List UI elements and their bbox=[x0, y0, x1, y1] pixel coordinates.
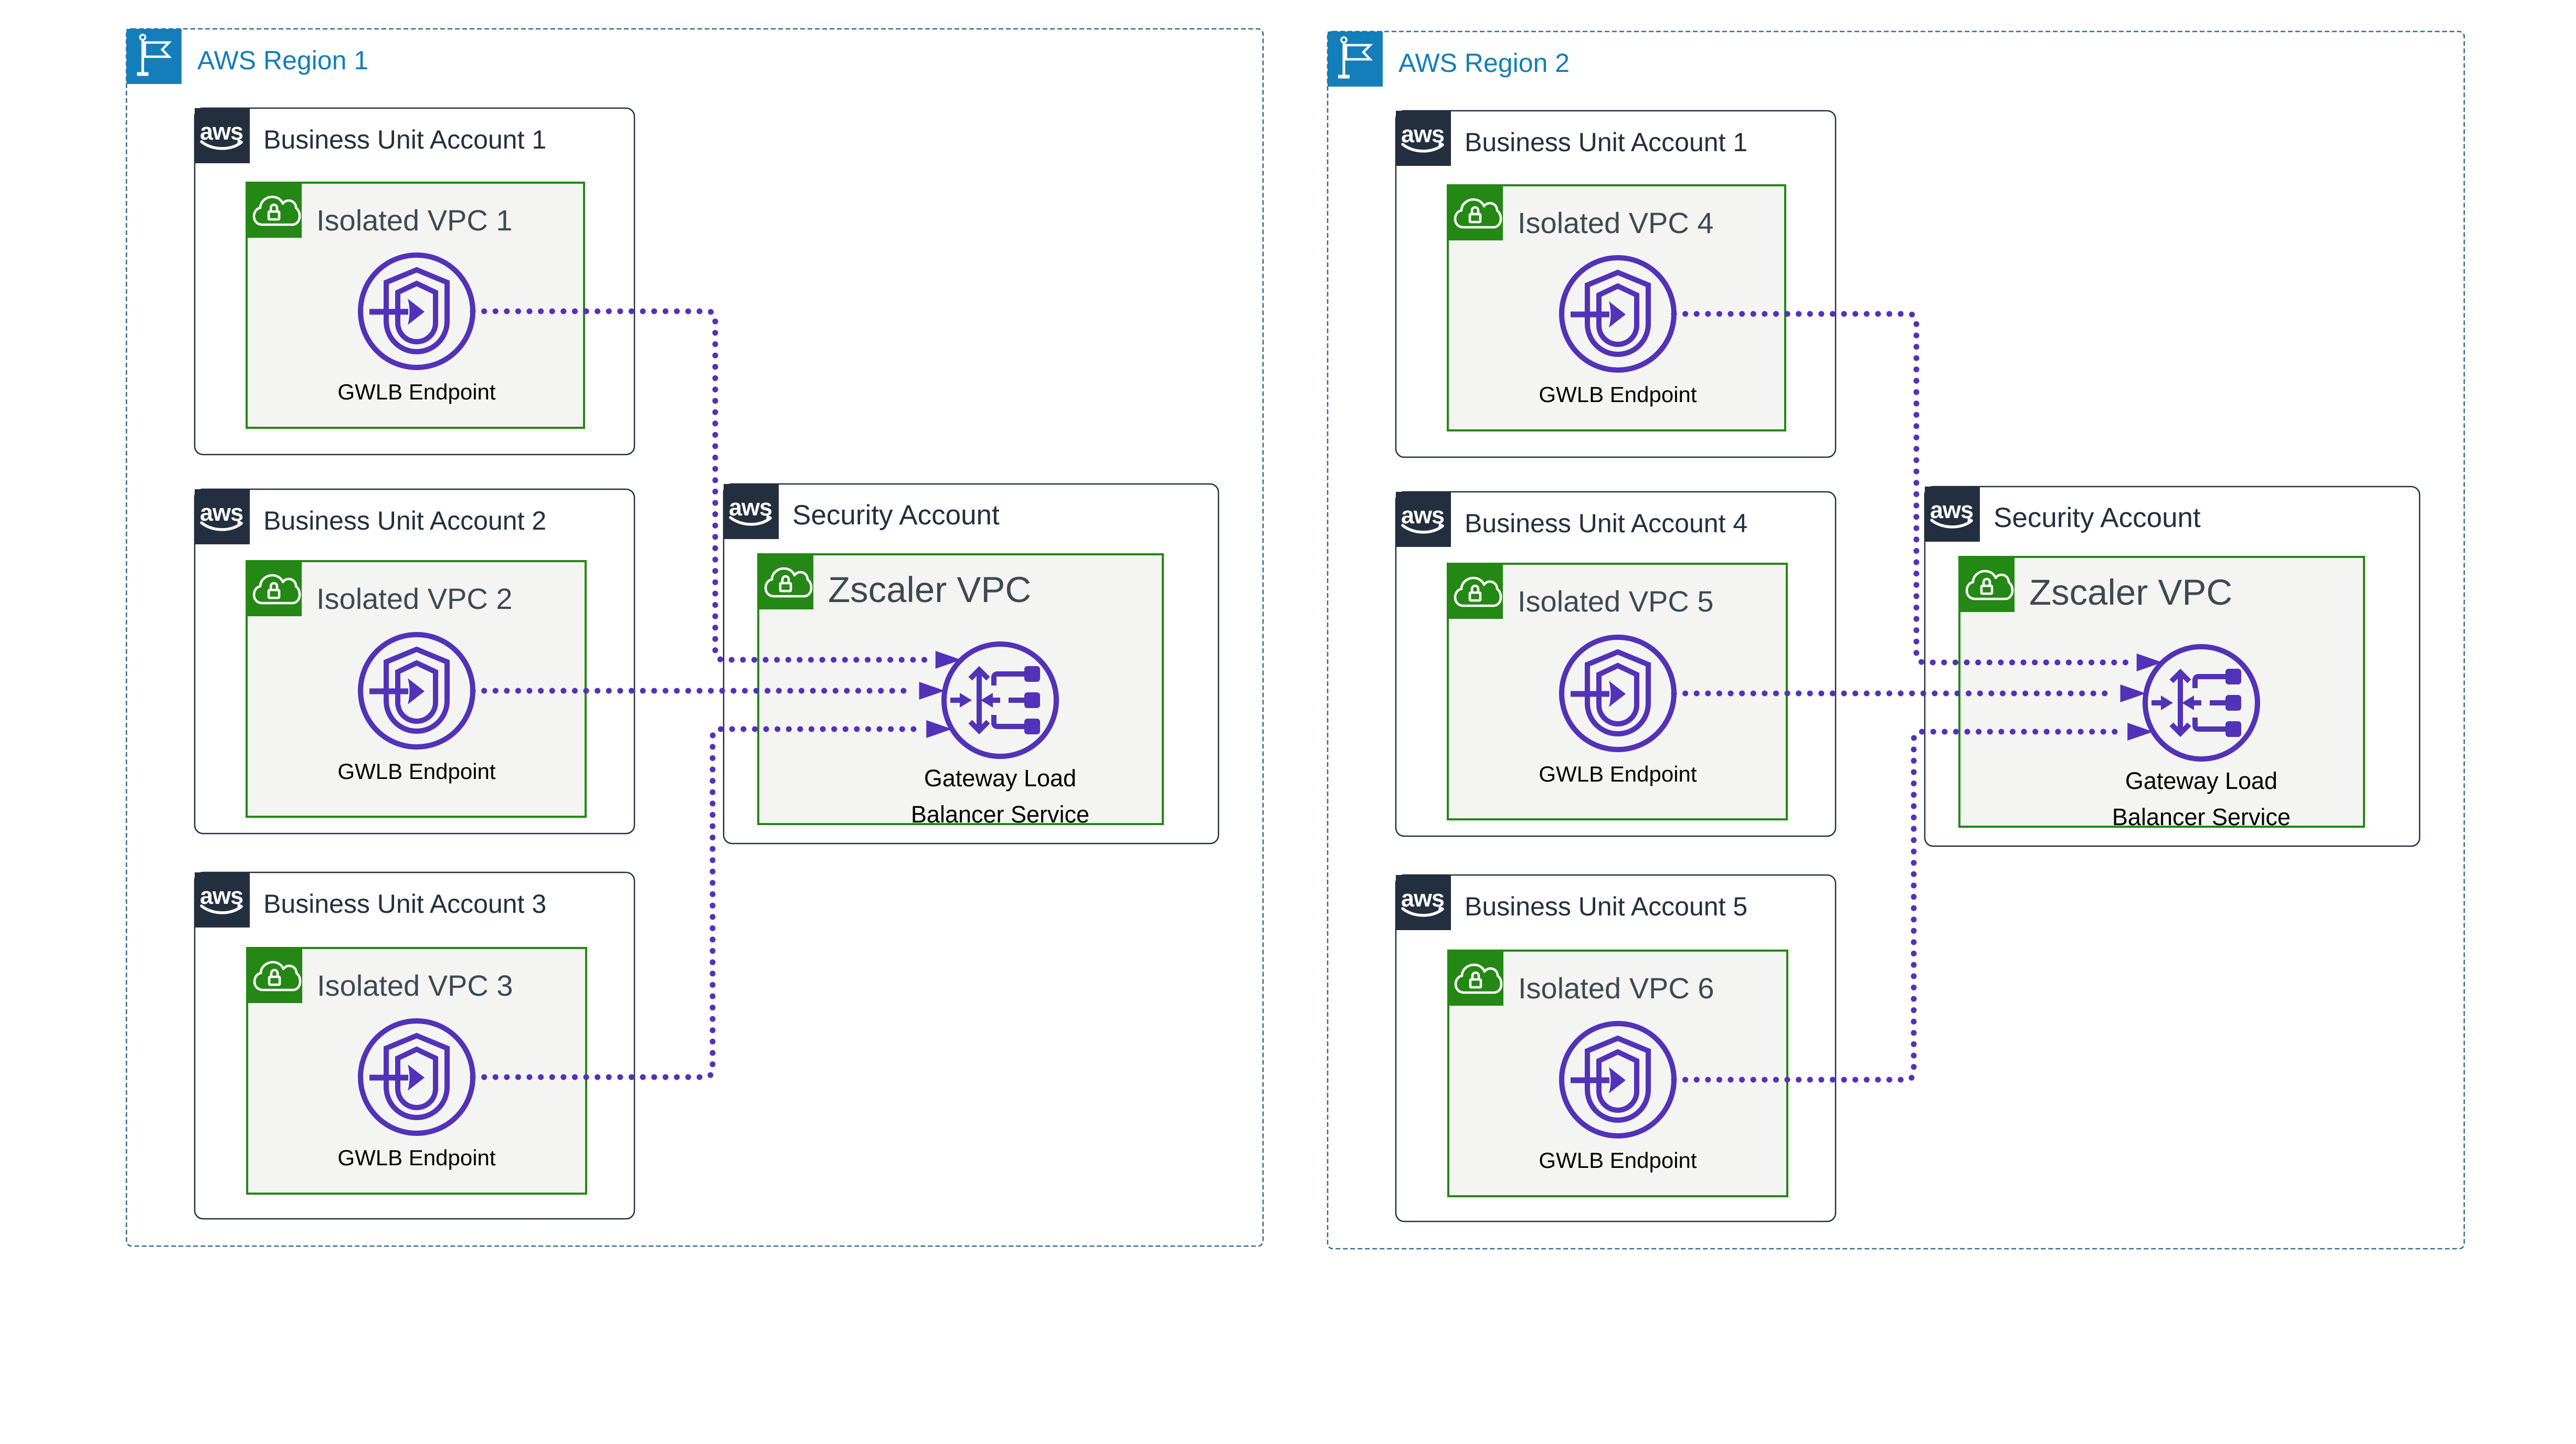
svg-text:Isolated VPC 6: Isolated VPC 6 bbox=[1518, 972, 1714, 1005]
svg-text:Isolated VPC 2: Isolated VPC 2 bbox=[316, 582, 513, 615]
svg-text:Business Unit Account 4: Business Unit Account 4 bbox=[1465, 509, 1747, 538]
svg-text:aws: aws bbox=[200, 118, 243, 145]
svg-text:GWLB Endpoint: GWLB Endpoint bbox=[337, 380, 495, 404]
svg-text:Security Account: Security Account bbox=[1994, 502, 2201, 533]
svg-text:aws: aws bbox=[1930, 497, 1973, 523]
svg-text:Business Unit Account 2: Business Unit Account 2 bbox=[263, 506, 546, 535]
svg-text:Business Unit Account 1: Business Unit Account 1 bbox=[263, 125, 546, 154]
svg-text:Gateway Load: Gateway Load bbox=[2125, 767, 2277, 794]
svg-text:Isolated VPC 3: Isolated VPC 3 bbox=[317, 969, 513, 1002]
svg-text:Business Unit Account 3: Business Unit Account 3 bbox=[263, 889, 546, 919]
svg-text:GWLB Endpoint: GWLB Endpoint bbox=[1539, 762, 1697, 786]
svg-text:aws: aws bbox=[729, 494, 772, 521]
svg-text:GWLB Endpoint: GWLB Endpoint bbox=[1539, 1148, 1697, 1173]
svg-text:aws: aws bbox=[200, 882, 243, 909]
svg-text:Isolated VPC 4: Isolated VPC 4 bbox=[1518, 206, 1714, 239]
svg-text:GWLB Endpoint: GWLB Endpoint bbox=[337, 1145, 495, 1170]
svg-text:GWLB Endpoint: GWLB Endpoint bbox=[337, 759, 495, 784]
svg-text:Business Unit Account 5: Business Unit Account 5 bbox=[1465, 892, 1747, 921]
svg-text:Business Unit Account 1: Business Unit Account 1 bbox=[1465, 128, 1747, 157]
svg-text:Isolated VPC 1: Isolated VPC 1 bbox=[316, 204, 513, 237]
svg-text:Gateway Load: Gateway Load bbox=[924, 765, 1076, 792]
svg-text:aws: aws bbox=[1401, 121, 1444, 147]
svg-text:GWLB Endpoint: GWLB Endpoint bbox=[1539, 382, 1697, 407]
svg-text:Zscaler VPC: Zscaler VPC bbox=[2029, 572, 2232, 613]
svg-text:Zscaler VPC: Zscaler VPC bbox=[828, 570, 1031, 610]
svg-text:Balancer Service: Balancer Service bbox=[911, 801, 1089, 828]
svg-text:Security Account: Security Account bbox=[792, 500, 1000, 531]
svg-text:aws: aws bbox=[1401, 885, 1444, 912]
svg-text:aws: aws bbox=[200, 499, 243, 526]
svg-text:Balancer Service: Balancer Service bbox=[2112, 804, 2291, 830]
svg-text:aws: aws bbox=[1401, 502, 1444, 529]
svg-text:AWS Region 2: AWS Region 2 bbox=[1398, 48, 1570, 78]
svg-text:Isolated VPC 5: Isolated VPC 5 bbox=[1518, 585, 1714, 618]
svg-text:AWS Region 1: AWS Region 1 bbox=[197, 46, 368, 75]
